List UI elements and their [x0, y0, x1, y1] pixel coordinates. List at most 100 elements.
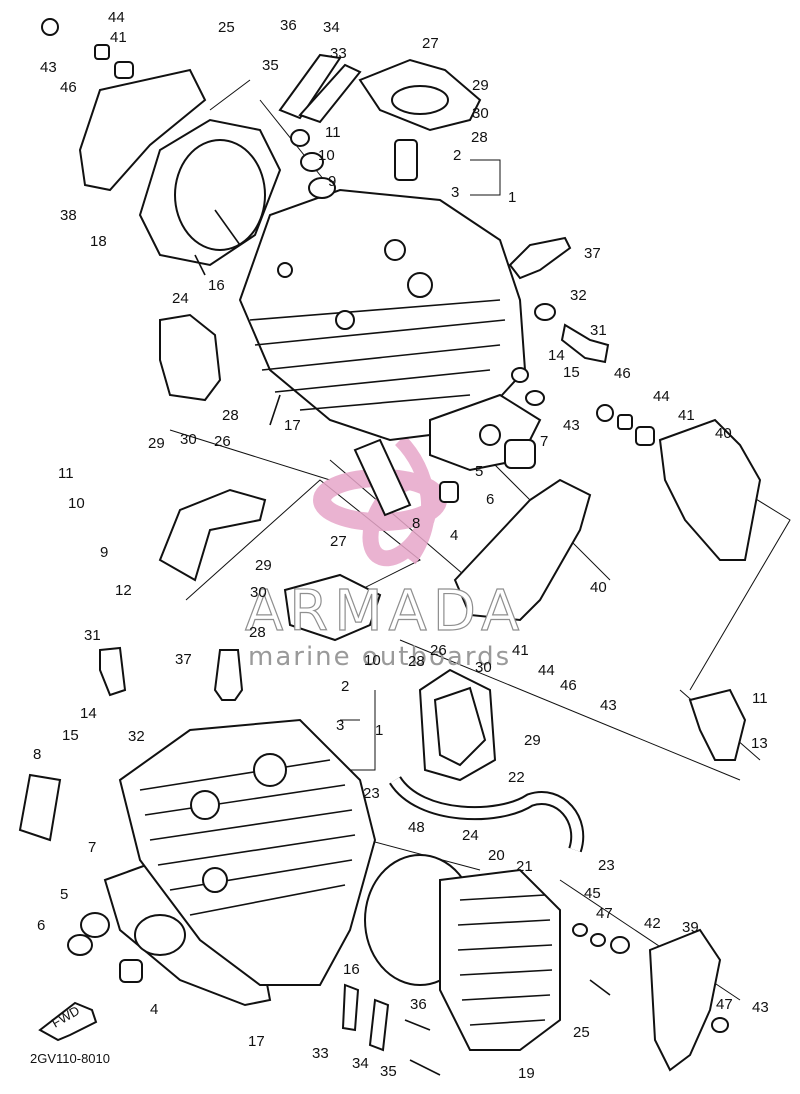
callout-44: 44 [108, 9, 125, 26]
callout-31: 31 [84, 627, 101, 644]
callout-46: 46 [60, 79, 77, 96]
watermark-subtitle: marine outboards [248, 642, 511, 672]
callout-30: 30 [472, 105, 489, 122]
callout-17: 17 [284, 417, 301, 434]
callout-2: 2 [341, 678, 349, 695]
callout-20: 20 [488, 847, 505, 864]
callout-7: 7 [540, 433, 548, 450]
callout-43: 43 [600, 697, 617, 714]
front-cylinder-head-assembly [41, 18, 762, 622]
callout-36: 36 [280, 17, 297, 34]
callout-44: 44 [538, 662, 555, 679]
callout-34: 34 [323, 19, 340, 36]
callout-29: 29 [255, 557, 272, 574]
callout-11: 11 [752, 690, 768, 707]
callout-5: 5 [475, 463, 483, 480]
callout-33: 33 [330, 45, 347, 62]
callout-25: 25 [573, 1024, 590, 1041]
callout-31: 31 [590, 322, 607, 339]
callout-44: 44 [653, 388, 670, 405]
callout-3: 3 [451, 184, 459, 201]
callout-46: 46 [614, 365, 631, 382]
callout-28: 28 [408, 653, 425, 670]
callout-10: 10 [68, 495, 85, 512]
callout-43: 43 [563, 417, 580, 434]
callout-3: 3 [336, 717, 344, 734]
callout-21: 21 [516, 858, 533, 875]
callout-43: 43 [40, 59, 57, 76]
callout-15: 15 [62, 727, 79, 744]
callout-19: 19 [518, 1065, 535, 1082]
callout-35: 35 [380, 1063, 397, 1080]
callout-24: 24 [462, 827, 479, 844]
callout-10: 10 [364, 652, 381, 669]
callout-5: 5 [60, 886, 68, 903]
rear-cylinder-head-assembly [18, 573, 747, 1076]
callout-24: 24 [172, 290, 189, 307]
watermark-brand: ARMADA [245, 579, 525, 644]
callout-26: 26 [430, 642, 447, 659]
callout-7: 7 [88, 839, 96, 856]
callout-41: 41 [678, 407, 695, 424]
callout-22: 22 [508, 769, 525, 786]
callout-1: 1 [508, 189, 516, 206]
callout-29: 29 [148, 435, 165, 452]
callout-8: 8 [412, 515, 420, 532]
callout-4: 4 [150, 1001, 158, 1018]
callout-40: 40 [715, 425, 732, 442]
callout-46: 46 [560, 677, 577, 694]
callout-29: 29 [524, 732, 541, 749]
callout-32: 32 [570, 287, 587, 304]
callout-10: 10 [318, 147, 335, 164]
callout-16: 16 [343, 961, 360, 978]
callout-47: 47 [596, 905, 613, 922]
callout-11: 11 [325, 124, 341, 141]
callout-36: 36 [410, 996, 427, 1013]
callout-18: 18 [90, 233, 107, 250]
diagram-code: 2GV110-8010 [30, 1051, 110, 1066]
callout-41: 41 [512, 642, 529, 659]
callout-38: 38 [60, 207, 77, 224]
callout-14: 14 [548, 347, 565, 364]
callout-40: 40 [590, 579, 607, 596]
callout-28: 28 [471, 129, 488, 146]
callout-17: 17 [248, 1033, 265, 1050]
callout-11: 11 [58, 465, 74, 482]
callout-26: 26 [214, 433, 231, 450]
callout-48: 48 [408, 819, 425, 836]
callout-30: 30 [180, 431, 197, 448]
callout-30: 30 [475, 659, 492, 676]
callout-4: 4 [450, 527, 458, 544]
forward-arrow-icon [38, 1001, 98, 1042]
callout-14: 14 [80, 705, 97, 722]
callout-30: 30 [250, 584, 267, 601]
callout-32: 32 [128, 728, 145, 745]
callout-29: 29 [472, 77, 489, 94]
callout-15: 15 [563, 364, 580, 381]
callout-43: 43 [752, 999, 769, 1016]
callout-9: 9 [328, 173, 336, 190]
callout-1: 1 [375, 722, 383, 739]
callout-6: 6 [37, 917, 45, 934]
callout-47: 47 [716, 996, 733, 1013]
callout-12: 12 [115, 582, 132, 599]
callout-39: 39 [682, 919, 699, 936]
callout-37: 37 [175, 651, 192, 668]
callout-33: 33 [312, 1045, 329, 1062]
callout-23: 23 [363, 785, 380, 802]
callout-23: 23 [598, 857, 615, 874]
callout-9: 9 [100, 544, 108, 561]
callout-45: 45 [584, 885, 601, 902]
callout-2: 2 [453, 147, 461, 164]
callout-8: 8 [33, 746, 41, 763]
callout-42: 42 [644, 915, 661, 932]
callout-35: 35 [262, 57, 279, 74]
callout-6: 6 [486, 491, 494, 508]
callout-28: 28 [222, 407, 239, 424]
callout-34: 34 [352, 1055, 369, 1072]
callout-27: 27 [422, 35, 439, 52]
callout-27: 27 [330, 533, 347, 550]
callout-13: 13 [751, 735, 768, 752]
